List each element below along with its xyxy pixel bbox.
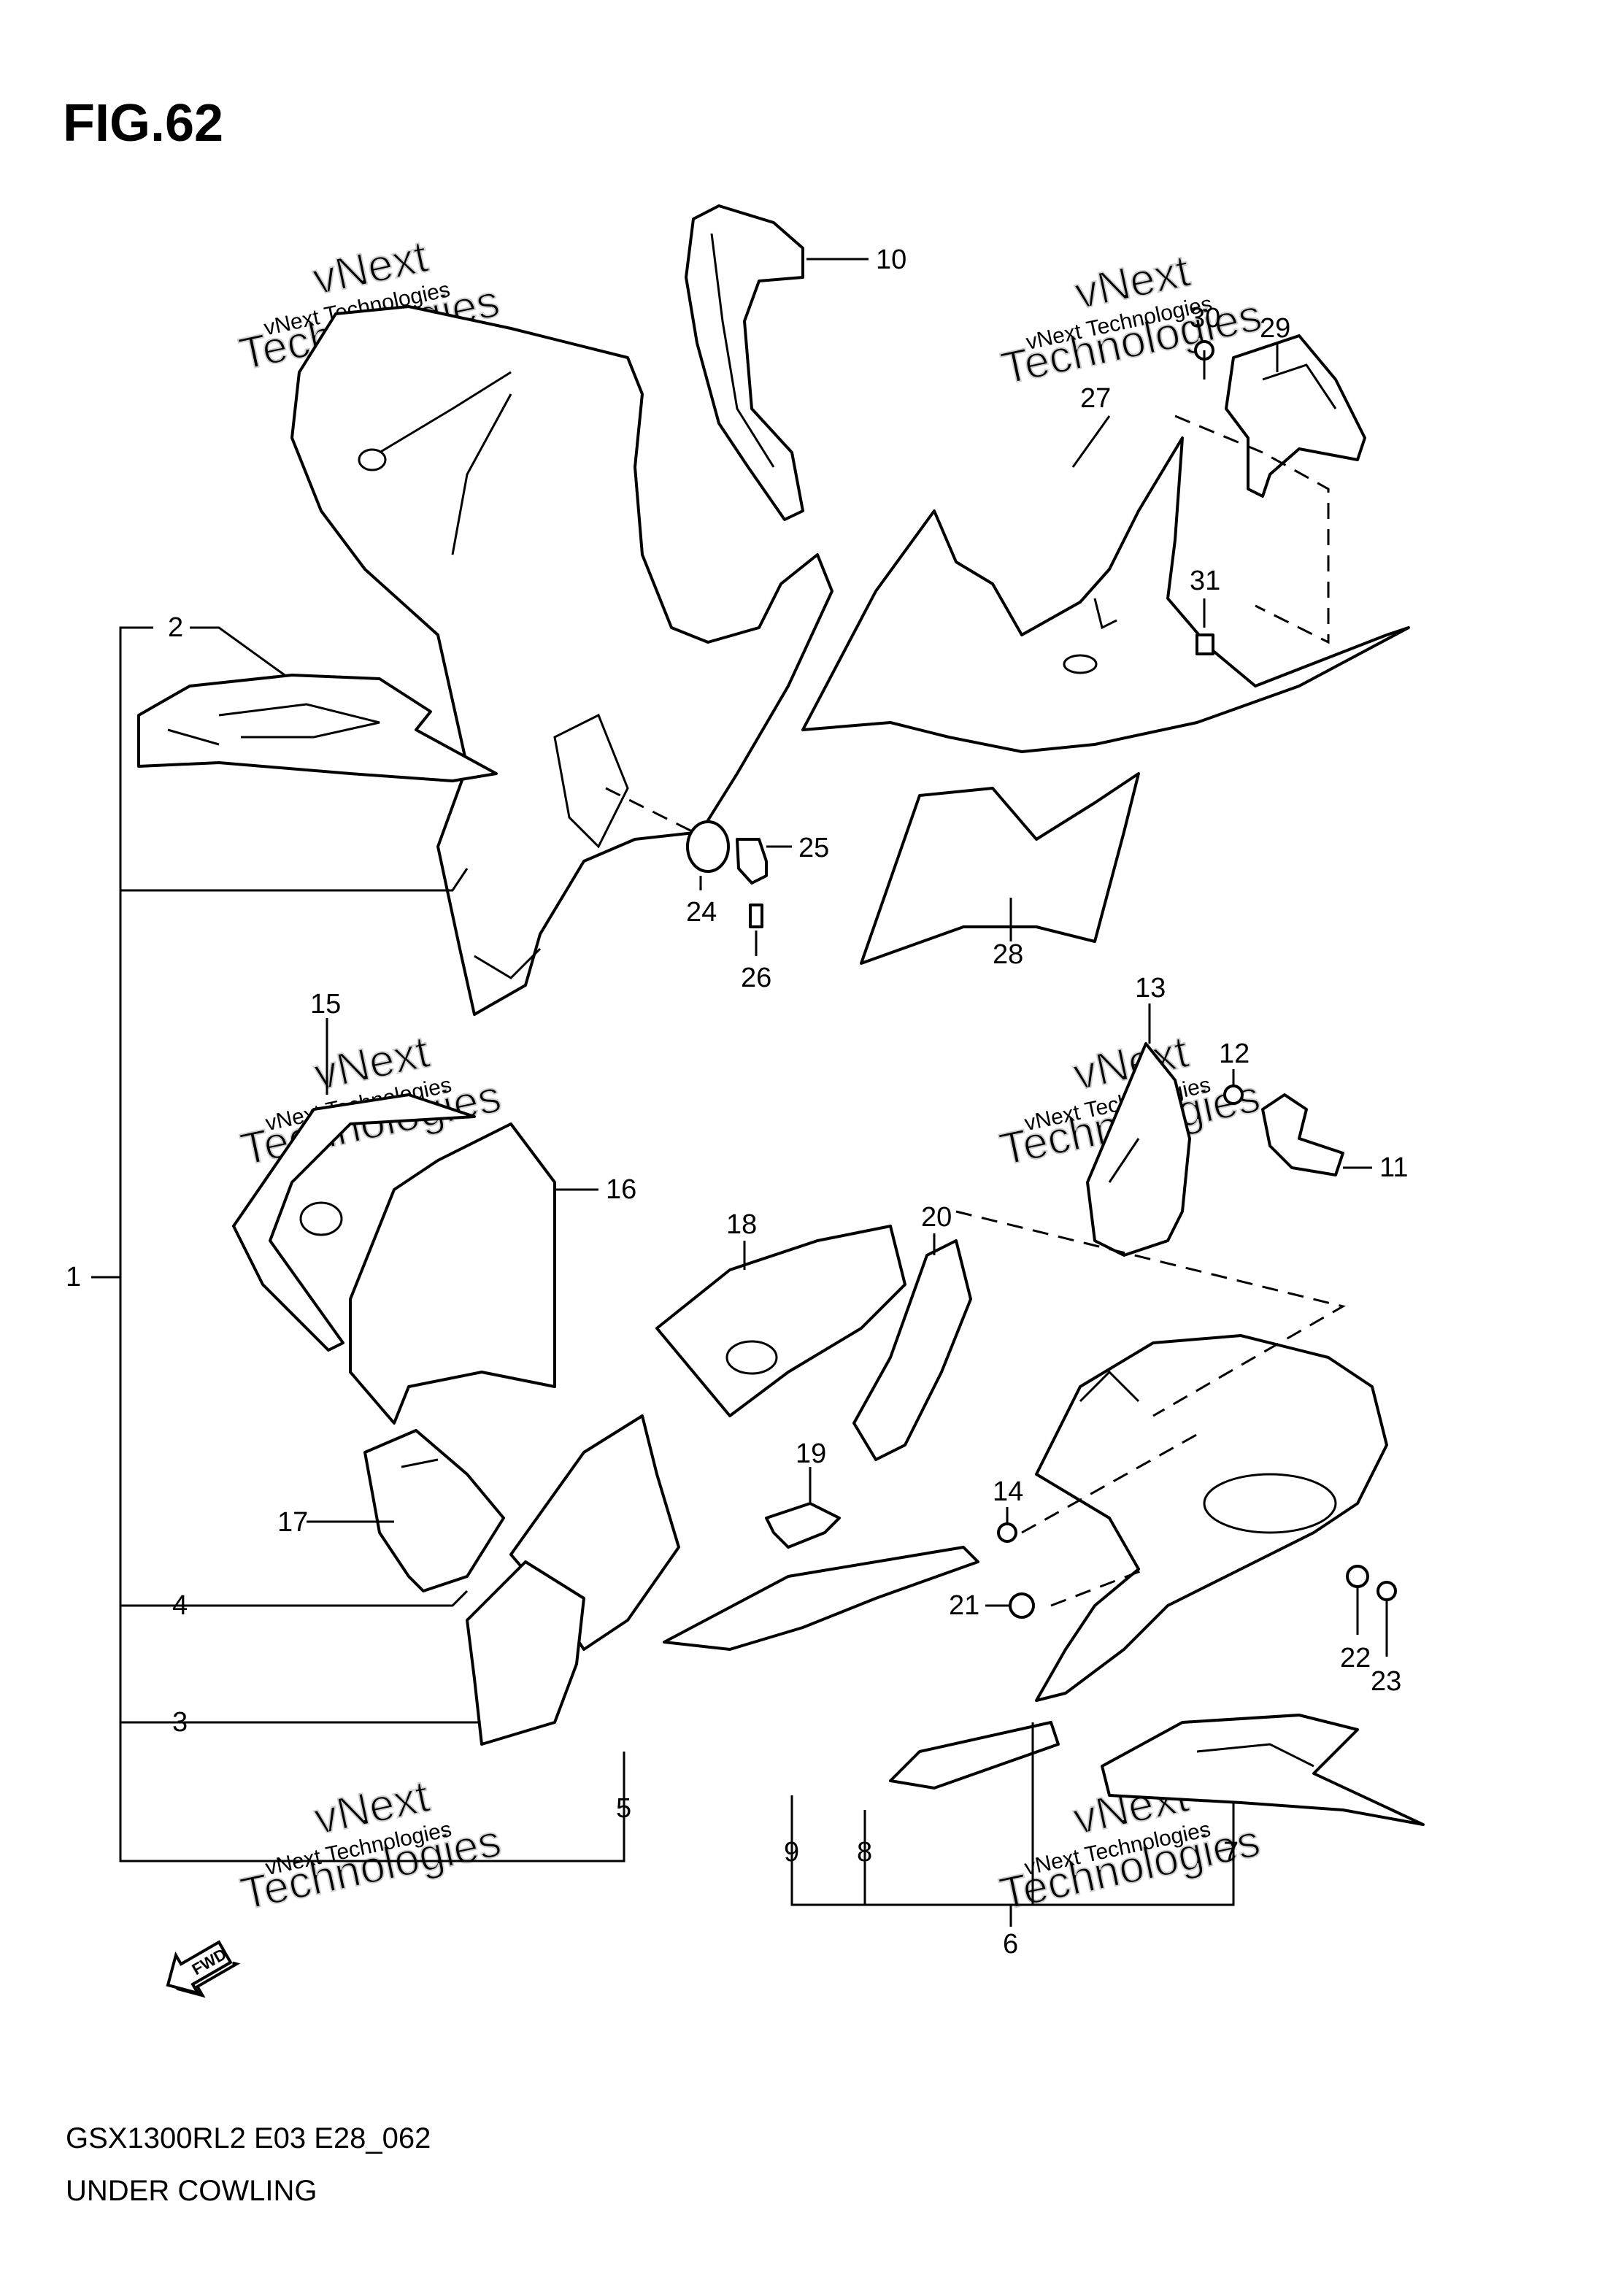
callout-24: 24 xyxy=(686,897,717,928)
callout-labels: 1 2 3 4 5 6 7 8 9 10 11 12 13 14 15 16 1… xyxy=(66,244,1408,1960)
part-24-grommet xyxy=(686,820,730,873)
part-25-clip xyxy=(736,838,768,885)
part-11-bracket xyxy=(1261,1093,1344,1176)
callout-9: 9 xyxy=(784,1837,799,1868)
part-13-side-bracket xyxy=(1086,1042,1191,1257)
callout-30: 30 xyxy=(1190,303,1220,334)
callout-6: 6 xyxy=(1003,1929,1018,1960)
callout-20: 20 xyxy=(921,1202,952,1233)
part-12-fastener xyxy=(1223,1085,1244,1105)
part-9-lower-decal xyxy=(663,1546,979,1651)
part-23-bolt xyxy=(1376,1581,1397,1601)
callout-21: 21 xyxy=(949,1590,979,1621)
part-14-screw xyxy=(997,1522,1017,1543)
callout-16: 16 xyxy=(606,1174,636,1205)
callout-1: 1 xyxy=(66,1262,81,1293)
callout-5: 5 xyxy=(616,1793,631,1824)
assembly-6-bracket xyxy=(790,1722,1235,1927)
assembly-1-bracket xyxy=(91,626,625,1862)
callout-8: 8 xyxy=(857,1837,872,1868)
callout-4: 4 xyxy=(172,1590,188,1621)
callout-23: 23 xyxy=(1371,1666,1401,1697)
fwd-arrow-icon: FWD xyxy=(166,1940,241,1998)
part-26-screw xyxy=(749,904,763,928)
part-8-lower-rail xyxy=(889,1721,1060,1790)
part-21-nut xyxy=(1009,1592,1035,1619)
part-6-lower-cowl xyxy=(1035,1334,1388,1702)
part-10-air-duct xyxy=(685,204,804,521)
callout-18: 18 xyxy=(726,1209,757,1240)
figure-title: FIG.62 xyxy=(63,94,224,153)
callout-14: 14 xyxy=(993,1476,1023,1507)
part-3-lower-trim xyxy=(466,1560,585,1746)
part-17-inner-piece xyxy=(363,1429,505,1592)
callout-7: 7 xyxy=(1223,1837,1239,1868)
part-18-panel xyxy=(655,1225,906,1417)
part-29-bracket xyxy=(1225,334,1366,498)
callout-19: 19 xyxy=(796,1438,826,1469)
part-31-fastener xyxy=(1195,633,1214,655)
callout-12: 12 xyxy=(1219,1039,1250,1069)
part-2-decal xyxy=(137,674,498,782)
callout-29: 29 xyxy=(1260,313,1290,344)
callout-2: 2 xyxy=(168,612,183,643)
callout-31: 31 xyxy=(1190,566,1220,596)
callout-25: 25 xyxy=(798,833,829,863)
part-27-side-panel xyxy=(801,436,1410,753)
callout-10: 10 xyxy=(876,244,906,275)
section-name: UNDER COWLING xyxy=(66,2175,317,2207)
callout-3: 3 xyxy=(172,1707,188,1738)
part-28-inner-panel xyxy=(860,772,1140,965)
part-20-strip xyxy=(852,1239,972,1461)
callout-17: 17 xyxy=(277,1507,308,1538)
callout-26: 26 xyxy=(741,963,771,993)
part-19-clip xyxy=(765,1502,841,1549)
callout-28: 28 xyxy=(993,939,1023,970)
callout-27: 27 xyxy=(1080,383,1111,414)
part-15-trim xyxy=(232,1093,476,1352)
part-16-cowl xyxy=(349,1122,556,1425)
upper-left-cowl xyxy=(290,305,833,1016)
callout-22: 22 xyxy=(1340,1643,1371,1673)
part-7-lower-decal xyxy=(1101,1714,1425,1826)
part-22-washer xyxy=(1346,1565,1369,1588)
leader-lines xyxy=(190,258,1388,1657)
model-code: GSX1300RL2 E03 E28_062 xyxy=(66,2122,431,2154)
callout-11: 11 xyxy=(1379,1152,1408,1183)
alignment-dashes xyxy=(605,415,1346,1607)
callout-15: 15 xyxy=(310,989,341,1020)
callout-13: 13 xyxy=(1135,973,1166,1003)
